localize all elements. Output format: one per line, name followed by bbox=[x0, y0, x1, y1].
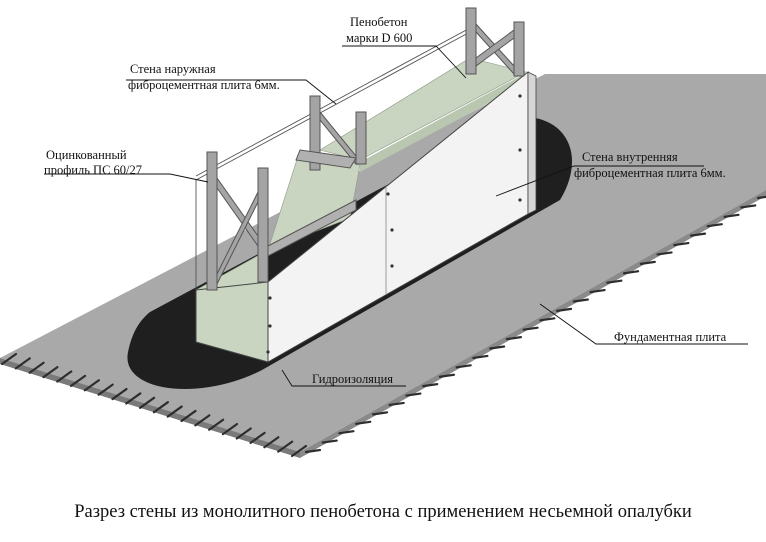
galvanized-profile-frames bbox=[206, 7, 525, 291]
rebar-end bbox=[138, 396, 156, 409]
label-galvanized-line1: Оцинкованный bbox=[46, 148, 127, 162]
rebar-end bbox=[277, 440, 294, 453]
rebar-end bbox=[208, 418, 225, 431]
rebar-end bbox=[756, 195, 766, 200]
screw-dot bbox=[518, 148, 522, 152]
screw-dot bbox=[390, 228, 394, 232]
rebar-end bbox=[472, 354, 489, 360]
rebar-end bbox=[438, 373, 456, 378]
rebar-end bbox=[42, 366, 59, 379]
rebar-end bbox=[304, 448, 322, 454]
rebar-end bbox=[83, 379, 100, 392]
rebar-end bbox=[522, 326, 539, 331]
rebar-end bbox=[180, 409, 197, 423]
rebar-end bbox=[606, 279, 623, 284]
rebar-end bbox=[622, 270, 640, 275]
screw-dot bbox=[518, 94, 522, 98]
rebar-end bbox=[388, 401, 405, 407]
rebar-end bbox=[194, 414, 211, 427]
rebar-end bbox=[166, 405, 183, 418]
rebar-end bbox=[355, 420, 372, 425]
screw-dot bbox=[266, 350, 270, 354]
label-inner-wall-line2: фиброцементная плита 6мм. bbox=[574, 166, 726, 180]
rebar-end bbox=[290, 444, 308, 458]
rebar-end bbox=[152, 401, 170, 414]
label-waterproofing: Гидроизоляция bbox=[312, 372, 394, 386]
rebar-end bbox=[405, 392, 422, 397]
leader-lines bbox=[44, 45, 748, 387]
rebar-end bbox=[263, 436, 280, 449]
rebar-end bbox=[371, 411, 389, 416]
rebar-end bbox=[656, 251, 673, 256]
figure-caption: Разрез стены из монолитного пенобетона с… bbox=[74, 502, 692, 522]
rebar-end bbox=[249, 431, 266, 444]
rebar-end bbox=[740, 204, 757, 209]
rebar-end bbox=[505, 336, 522, 341]
rebar-end bbox=[97, 383, 114, 396]
panel-screws bbox=[266, 94, 522, 354]
rebar-end bbox=[539, 317, 556, 322]
rebar-end bbox=[689, 232, 707, 237]
label-foam-concrete-line1: Пенобетон bbox=[350, 15, 408, 29]
rebar-end bbox=[455, 364, 472, 369]
rebar-end bbox=[723, 213, 740, 218]
rebar-end bbox=[125, 392, 142, 405]
rebar-end bbox=[235, 427, 252, 440]
rebar-end bbox=[338, 430, 355, 435]
rebar-end bbox=[589, 288, 606, 294]
label-galvanized-line2: профиль ПС 60/27 bbox=[44, 163, 143, 177]
rebar-end bbox=[321, 439, 338, 444]
rebar-end bbox=[69, 374, 87, 388]
rebar-end bbox=[111, 387, 128, 401]
rebar-end bbox=[56, 370, 73, 383]
rebar-end bbox=[706, 223, 723, 228]
rebar-end bbox=[14, 357, 31, 370]
rebar-end bbox=[221, 422, 239, 436]
screw-dot bbox=[518, 198, 522, 202]
inner-wall-panel bbox=[195, 70, 537, 363]
screw-dot bbox=[390, 264, 394, 268]
label-outer-wall-line2: фиброцементная плита 6мм. bbox=[128, 78, 280, 92]
rebar-end bbox=[673, 241, 690, 247]
rebar-end bbox=[556, 307, 573, 312]
rebar-end bbox=[422, 383, 439, 388]
screw-dot bbox=[268, 296, 272, 300]
label-outer-wall-line1: Стена наружная bbox=[130, 62, 216, 76]
rebar-row-right bbox=[304, 195, 766, 454]
rebar-end bbox=[489, 345, 506, 350]
rebar-row-left bbox=[0, 352, 308, 458]
screw-dot bbox=[386, 192, 390, 196]
label-inner-wall-line1: Стена внутренняя bbox=[582, 150, 678, 164]
rebar-end bbox=[639, 260, 656, 265]
label-foundation: Фундаментная плита bbox=[614, 330, 727, 344]
screw-dot bbox=[268, 324, 272, 328]
rebar-end bbox=[572, 298, 589, 303]
label-foam-concrete-line2: марки D 600 bbox=[346, 31, 413, 45]
rebar-end bbox=[0, 352, 18, 366]
rebar-end bbox=[28, 361, 45, 374]
